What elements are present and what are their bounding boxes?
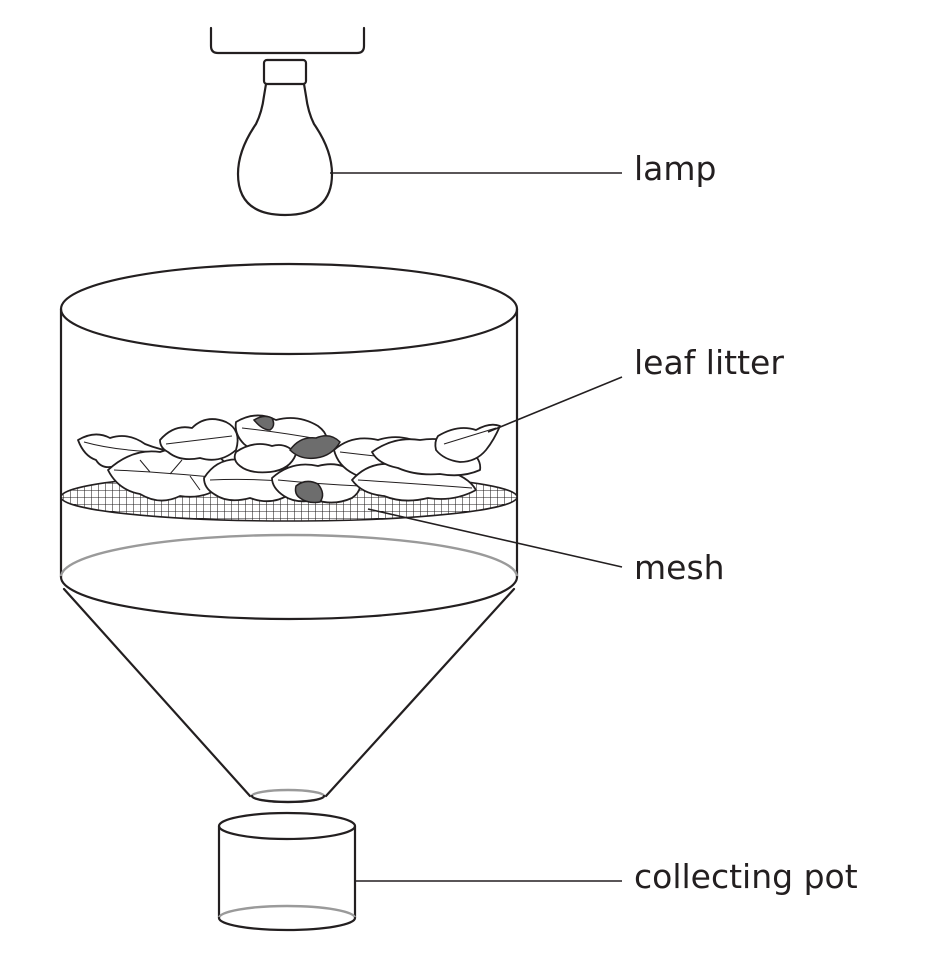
funnel-cone-right — [324, 587, 516, 798]
leaf-litter-label: leaf litter — [634, 343, 784, 382]
lamp-label: lamp — [634, 149, 716, 188]
pot-base-front — [217, 916, 357, 932]
lamp-bulb — [236, 82, 334, 217]
funnel-lower-rim-back — [59, 533, 519, 578]
funnel-rim — [59, 262, 519, 356]
lamp — [209, 26, 366, 217]
mesh-label: mesh — [634, 548, 725, 587]
pot-base-back — [217, 904, 357, 919]
lamp-fitting — [209, 26, 366, 55]
leaf-litter-leader-line — [487, 376, 623, 433]
pot-rim — [217, 811, 357, 841]
leaf-litter — [77, 414, 501, 504]
funnel-outlet-front — [250, 794, 326, 804]
funnel — [59, 262, 519, 804]
mesh-leader-line — [367, 508, 623, 568]
funnel-cone-left — [62, 587, 252, 798]
collecting-pot — [217, 811, 357, 932]
funnel-lower-rim-front — [59, 575, 519, 621]
collecting-pot-label: collecting pot — [634, 857, 858, 896]
lamp-holder — [262, 58, 308, 86]
